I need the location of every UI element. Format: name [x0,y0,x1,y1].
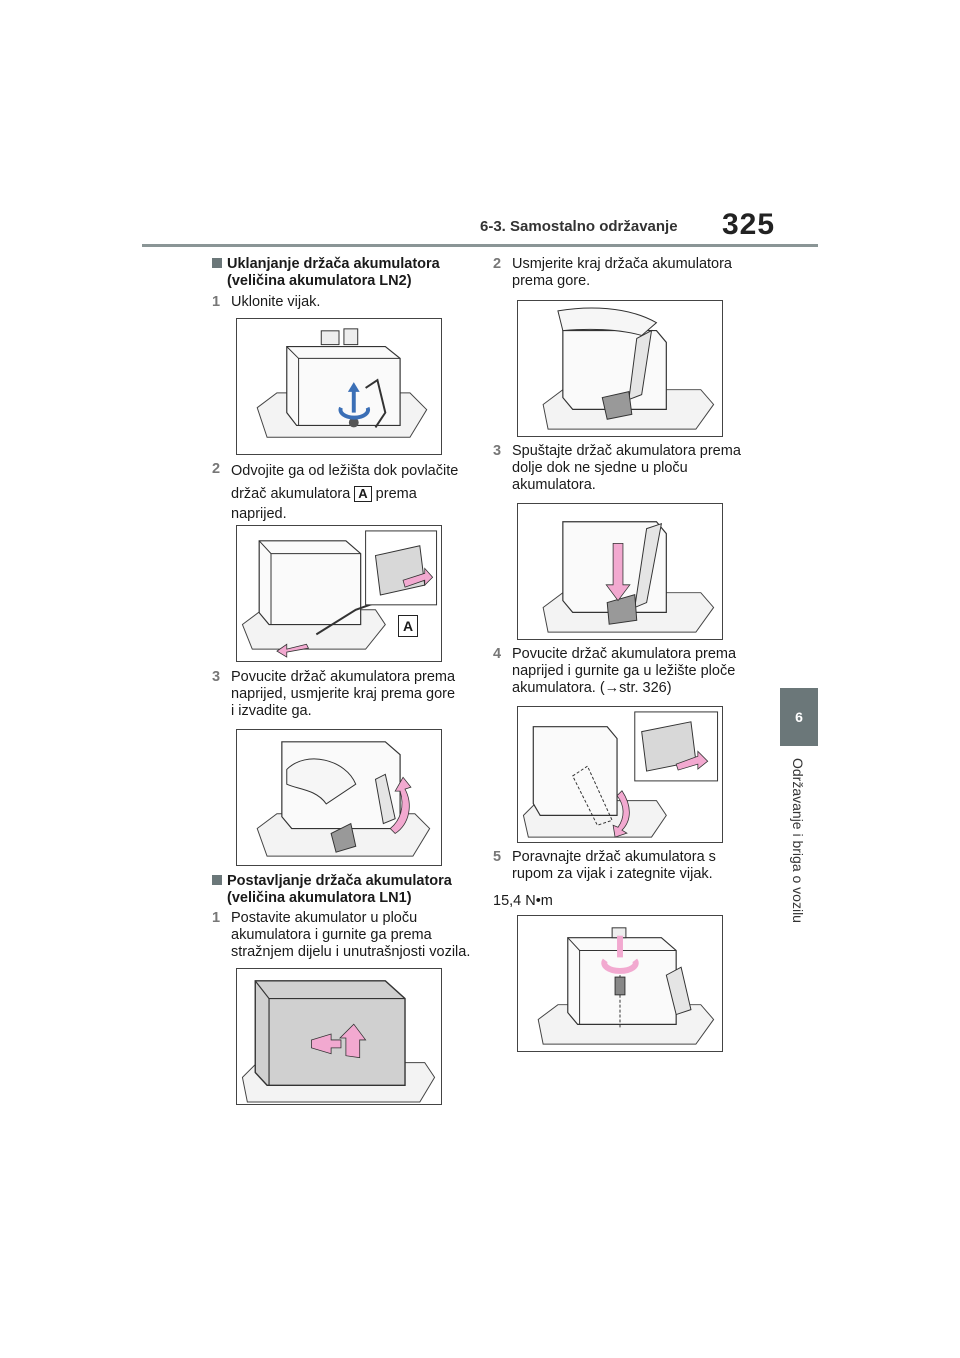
page-number: 325 [722,208,776,241]
torque-value: 15,4 N•m [493,893,553,909]
chapter-title-vertical: Održavanje i briga o vozilu [790,758,814,1058]
label-a: A [354,486,372,502]
chapter-tab[interactable]: 6 [780,688,818,746]
chapter-title: Održavanje i briga o vozilu [790,758,806,923]
step-install-5: 5 Poravnajte držač akumulatora s rupom z… [493,849,716,882]
square-bullet-icon [212,258,222,268]
section-title: 6-3. Samostalno održavanje [480,218,678,235]
figure-lower-holder [517,503,723,640]
figure-push-holder [517,706,723,843]
figure-holder-up [517,300,723,437]
battery-placement-illustration [241,980,436,1103]
figure-lift-holder [236,729,442,866]
figure-pull-holder [236,525,442,662]
step-install-3: 3 Spuštajte držač akumulatora prema dolj… [493,443,741,493]
figure-place-battery [236,968,442,1105]
figure-tighten-bolt [517,915,723,1052]
section-heading-removal: Uklanjanje držača akumulatora (veličina … [212,256,472,290]
tighten-bolt-illustration [537,927,715,1045]
header-divider [142,244,818,247]
step-removal-3: 3 Povucite držač akumulatora prema napri… [212,669,456,719]
holder-lowering-illustration [542,521,715,633]
battery-holder-pull-illustration [241,530,438,658]
battery-bolt-illustration [256,328,428,438]
figure-remove-bolt [236,318,442,455]
holder-push-illustration [522,711,719,838]
step-install-1: 1 Postavite akumulator u ploču akumulato… [212,910,471,960]
step-install-2: 2 Usmjerite kraj držača akumulatora prem… [493,256,732,289]
section-heading-install: Postavljanje držača akumulatora (veličin… [212,873,472,907]
holder-upright-illustration [542,307,715,430]
step-removal-2: 2 Odvojite ga od ležišta dok povlačite d… [212,461,459,522]
step-install-4: 4 Povucite držač akumulatora prema napri… [493,646,737,696]
step-removal-1: 1 Uklonite vijak. [212,294,321,310]
square-bullet-icon [212,875,222,885]
battery-holder-lift-illustration [256,741,431,857]
chapter-number: 6 [795,709,803,725]
figure-label-a: A [398,615,418,637]
